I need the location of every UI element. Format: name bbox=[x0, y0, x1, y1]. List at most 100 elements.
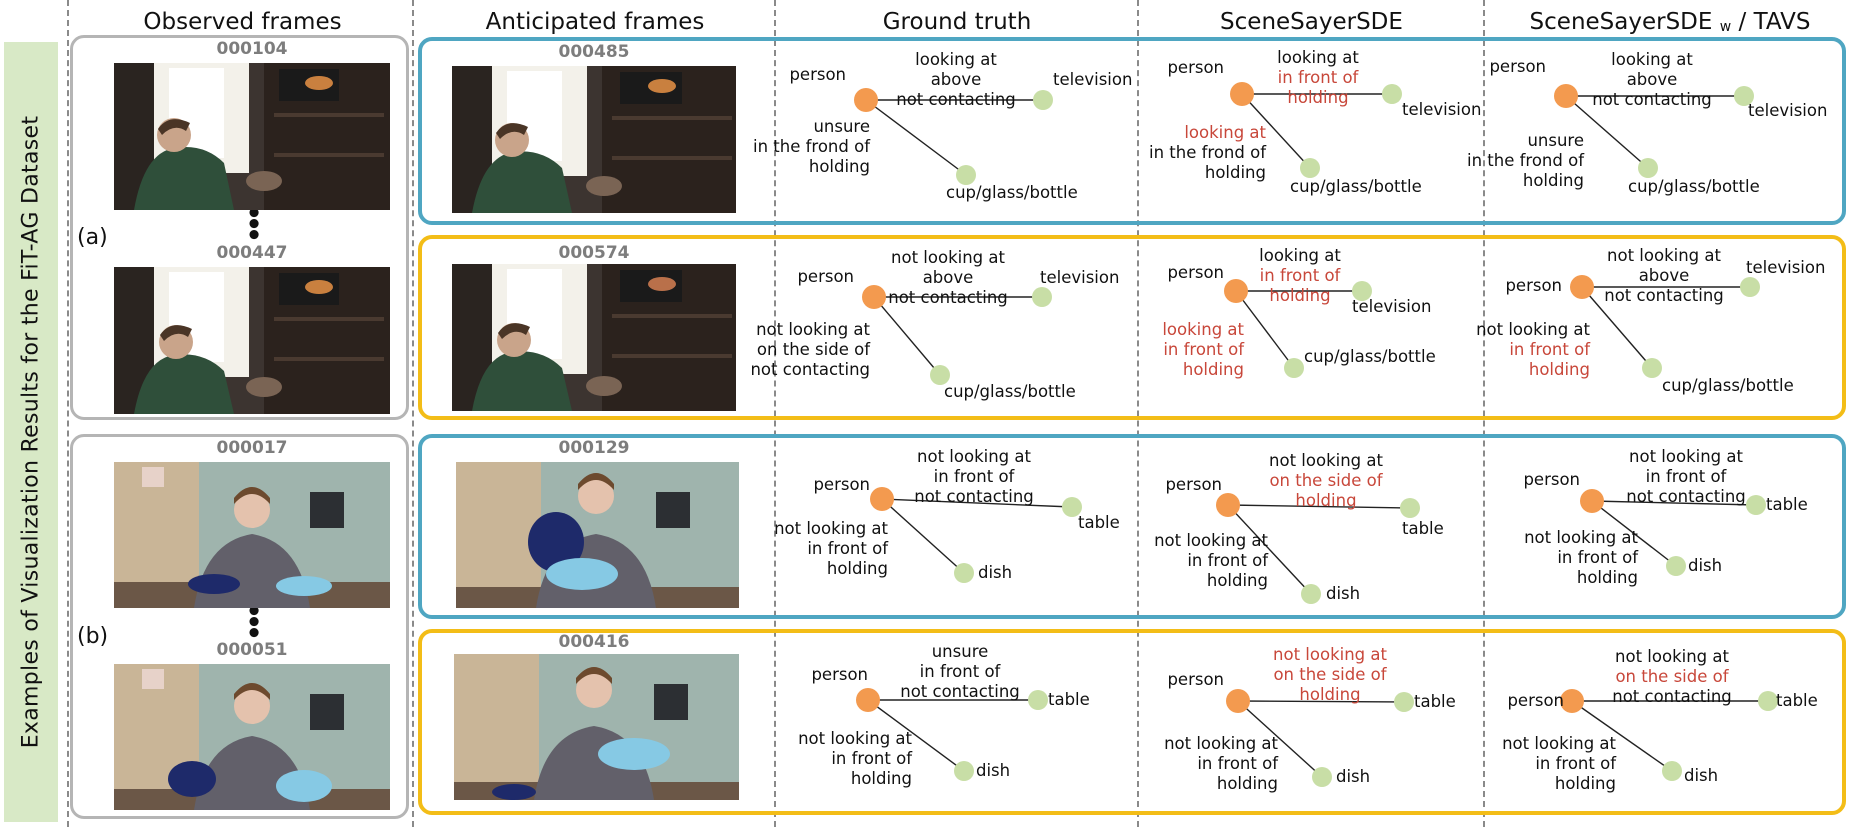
object-node bbox=[954, 761, 974, 781]
object-node bbox=[1284, 358, 1304, 378]
relation-label: holding bbox=[1287, 88, 1348, 107]
relation-label: unsure bbox=[813, 117, 870, 136]
object-node bbox=[1301, 584, 1321, 604]
object-label: table bbox=[1078, 513, 1120, 532]
header-scenesayersde-tavs: SceneSayerSDE w / TAVS bbox=[1486, 4, 1854, 40]
relation-label: in front of bbox=[1163, 340, 1245, 359]
relation-label: on the side of bbox=[1269, 471, 1383, 490]
object-label: cup/glass/bottle bbox=[1304, 347, 1436, 366]
frame-id: 000416 bbox=[558, 632, 630, 652]
relation-label: not looking at bbox=[891, 248, 1005, 267]
object-label: dish bbox=[1336, 767, 1370, 786]
video-frame-thumbnail bbox=[452, 264, 736, 411]
person-label: person bbox=[1489, 57, 1546, 76]
relation-label: not looking at bbox=[1154, 531, 1268, 550]
object-label: table bbox=[1766, 495, 1808, 514]
object-node bbox=[1734, 86, 1754, 106]
person-node bbox=[854, 88, 878, 112]
relation-label: unsure bbox=[1527, 131, 1584, 150]
relation-label: not looking at bbox=[798, 729, 912, 748]
frame-id: 000574 bbox=[558, 243, 630, 263]
object-label: table bbox=[1776, 691, 1818, 710]
object-node bbox=[1382, 84, 1402, 104]
person-node bbox=[862, 285, 886, 309]
object-node bbox=[1666, 556, 1686, 576]
header-ground-truth: Ground truth bbox=[882, 9, 1032, 35]
object-label: television bbox=[1402, 100, 1481, 119]
relation-label: not contacting bbox=[896, 90, 1016, 109]
object-node bbox=[1033, 90, 1053, 110]
object-node bbox=[1300, 158, 1320, 178]
person-label: person bbox=[1505, 276, 1562, 295]
relation-label: not looking at bbox=[774, 519, 888, 538]
header-observed: Observed frames bbox=[143, 9, 342, 35]
observed-group-b bbox=[70, 434, 409, 819]
person-node bbox=[1216, 493, 1240, 517]
relation-label: above bbox=[1639, 266, 1690, 285]
object-node bbox=[956, 165, 976, 185]
result-box-row-2 bbox=[418, 235, 1846, 420]
side-title: Examples of Visualization Results for th… bbox=[18, 115, 44, 749]
relation-label: on the side of bbox=[1273, 665, 1387, 684]
header-anticipated: Anticipated frames bbox=[485, 9, 705, 35]
object-node bbox=[1312, 767, 1332, 787]
relation-label: not contacting bbox=[1612, 687, 1732, 706]
scene-graph: persontelevisioncup/glass/bottlelooking … bbox=[1162, 246, 1436, 379]
relation-label: in front of bbox=[1557, 548, 1639, 567]
relation-label: above bbox=[923, 268, 974, 287]
relation-label: not looking at bbox=[1164, 734, 1278, 753]
relation-label: in the frond of bbox=[753, 137, 871, 156]
relation-label: not looking at bbox=[1524, 528, 1638, 547]
object-label: dish bbox=[1326, 584, 1360, 603]
object-label: dish bbox=[1688, 556, 1722, 575]
person-label: person bbox=[1167, 263, 1224, 282]
person-node bbox=[1570, 275, 1594, 299]
person-label: person bbox=[797, 267, 854, 286]
relation-edge bbox=[881, 498, 1073, 508]
relation-label: looking at bbox=[1259, 246, 1341, 265]
relation-label: in front of bbox=[1535, 754, 1617, 773]
object-node bbox=[1638, 158, 1658, 178]
object-label: dish bbox=[976, 761, 1010, 780]
object-node bbox=[1394, 692, 1414, 712]
scene-graph: persontelevisioncup/glass/bottlelooking … bbox=[1467, 50, 1827, 196]
relation-label: not contacting bbox=[1592, 90, 1712, 109]
relation-label: holding bbox=[827, 559, 888, 578]
relation-label: in front of bbox=[1509, 340, 1591, 359]
relation-edge bbox=[1571, 700, 1673, 772]
relation-label: not contacting bbox=[1604, 286, 1724, 305]
header-tavs-main: SceneSayerSDE bbox=[1529, 9, 1713, 35]
relation-label: looking at bbox=[1277, 48, 1359, 67]
scene-graph: person television cup/glass/bottle not look… bbox=[1476, 246, 1825, 395]
object-label: television bbox=[1053, 70, 1132, 89]
object-label: cup/glass/bottle bbox=[1662, 376, 1794, 395]
object-node bbox=[1746, 495, 1766, 515]
relation-label: looking at bbox=[1184, 123, 1266, 142]
relation-edge bbox=[867, 699, 965, 772]
relation-label: holding bbox=[851, 769, 912, 788]
relation-edge bbox=[1565, 95, 1649, 169]
relation-label: holding bbox=[1295, 491, 1356, 510]
relation-edge bbox=[881, 498, 965, 574]
object-node bbox=[1662, 761, 1682, 781]
result-box-row-3 bbox=[418, 434, 1846, 619]
relation-label: looking at bbox=[915, 50, 997, 69]
relation-label: not contacting bbox=[888, 288, 1008, 307]
relation-label: in front of bbox=[1260, 266, 1342, 285]
person-node bbox=[1554, 84, 1578, 108]
object-node bbox=[1400, 498, 1420, 518]
object-label: television bbox=[1746, 258, 1825, 277]
relation-label: not looking at bbox=[1269, 451, 1383, 470]
relation-label: on the side of bbox=[757, 340, 871, 359]
relation-label: in front of bbox=[1187, 551, 1269, 570]
column-separator bbox=[1483, 0, 1485, 827]
relation-label: holding bbox=[1523, 171, 1584, 190]
relation-label: looking at bbox=[1162, 320, 1244, 339]
object-node bbox=[954, 563, 974, 583]
relation-label: not looking at bbox=[1476, 320, 1590, 339]
result-box-row-1 bbox=[418, 37, 1846, 225]
object-node bbox=[1028, 690, 1048, 710]
video-frame-thumbnail bbox=[114, 63, 390, 210]
relation-label: holding bbox=[1577, 568, 1638, 587]
